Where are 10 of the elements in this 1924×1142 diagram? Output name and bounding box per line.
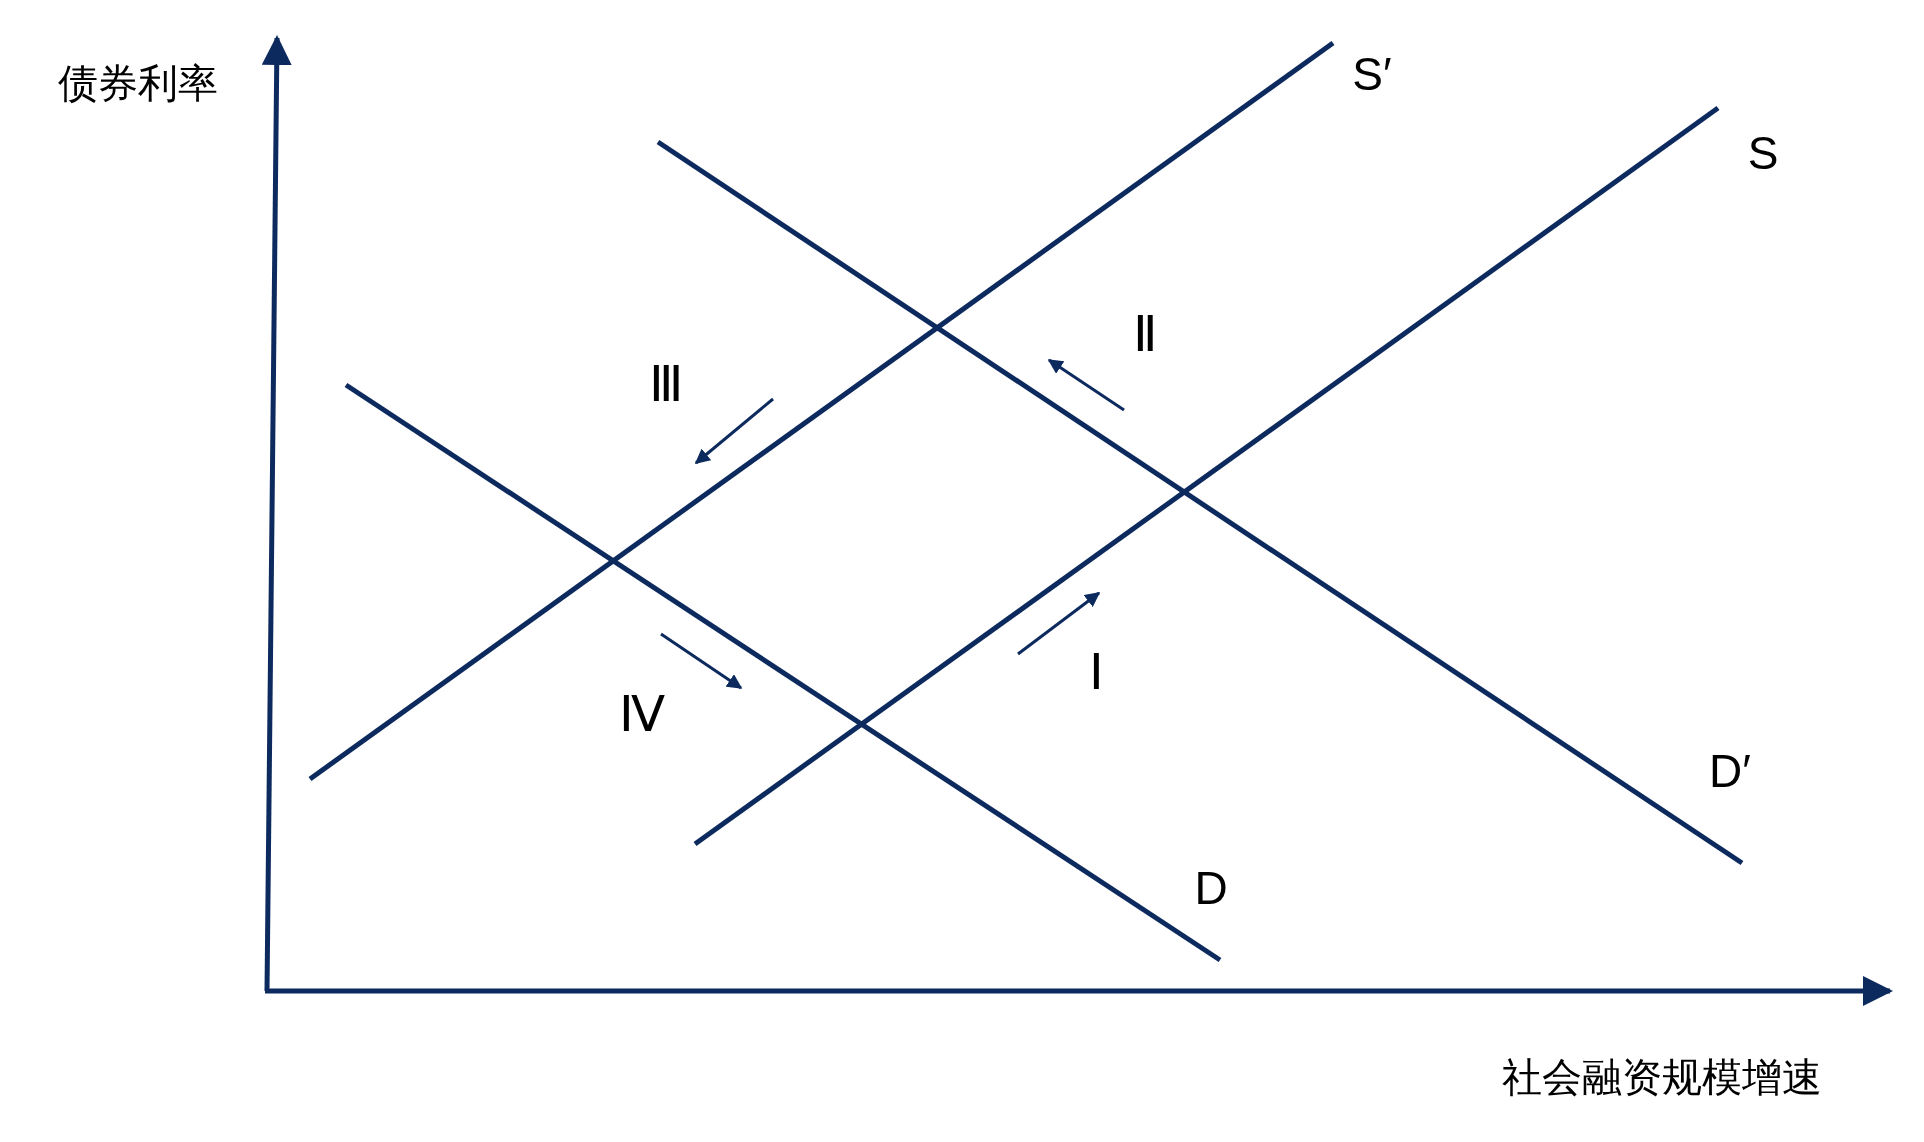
region-numeral: Ⅲ xyxy=(649,359,683,409)
curve-label: S′ xyxy=(1352,51,1392,97)
region-numeral: Ⅰ xyxy=(1088,647,1104,697)
curve-label: S xyxy=(1747,130,1779,176)
region-numeral: Ⅳ xyxy=(619,689,665,739)
axis-title: 社会融资规模增速 xyxy=(1502,1057,1822,1097)
region-numeral: Ⅱ xyxy=(1132,309,1158,359)
axis-title: 债券利率 xyxy=(58,63,218,103)
curve-label: D xyxy=(1194,865,1228,911)
curve-label: D′ xyxy=(1709,748,1751,794)
